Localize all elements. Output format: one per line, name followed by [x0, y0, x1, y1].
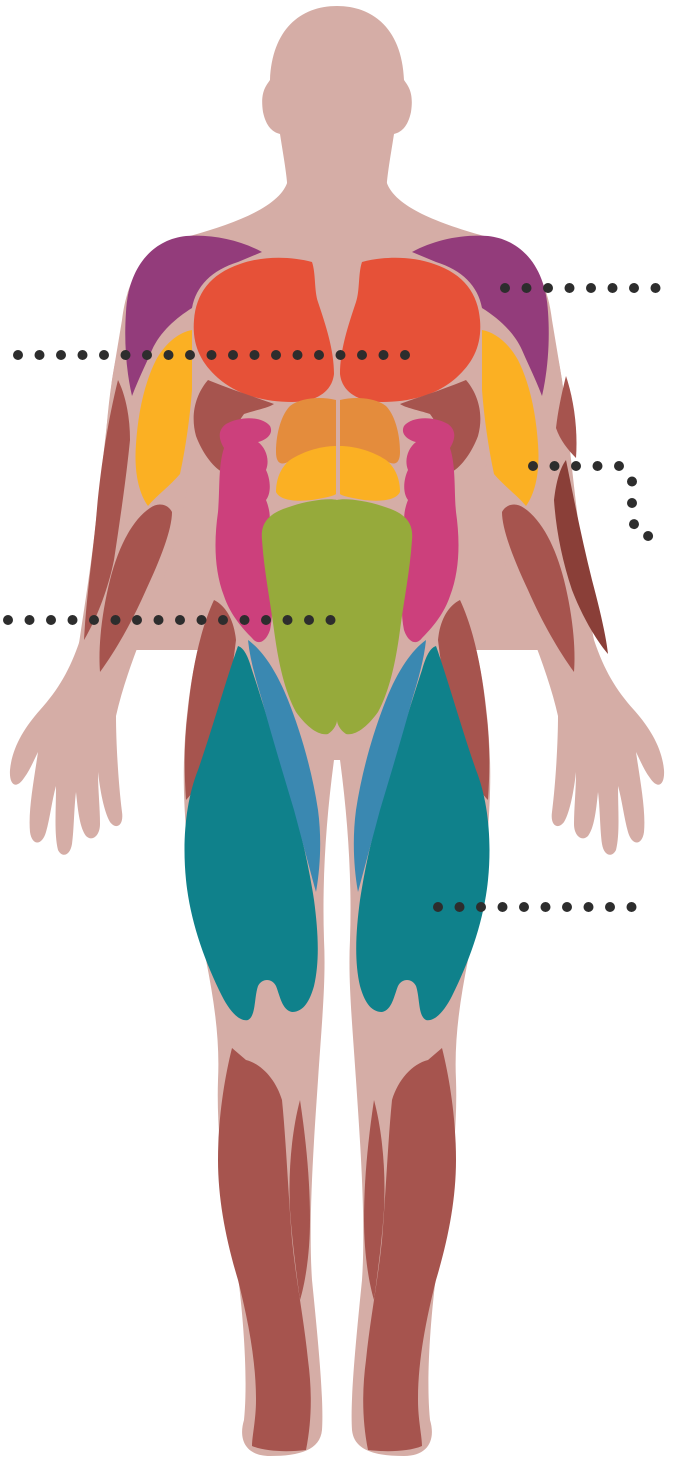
- leader-dot: [293, 350, 303, 360]
- leader-dot: [207, 350, 217, 360]
- leader-dot: [175, 615, 185, 625]
- leader-dot: [197, 615, 207, 625]
- leader-dot: [522, 283, 532, 293]
- leader-dot: [326, 615, 336, 625]
- leader-dot: [218, 615, 228, 625]
- leader-shoulder: [500, 283, 661, 293]
- leader-dot: [519, 902, 529, 912]
- leader-dot: [142, 350, 152, 360]
- leader-dot: [643, 531, 653, 541]
- body-silhouette: [10, 6, 664, 1456]
- leader-dot: [627, 902, 637, 912]
- leader-dot: [629, 519, 639, 529]
- leader-dot: [46, 615, 56, 625]
- leader-dot: [240, 615, 250, 625]
- leader-dot: [651, 283, 661, 293]
- leader-dot: [35, 350, 45, 360]
- leader-dot: [261, 615, 271, 625]
- leader-dot: [357, 350, 367, 360]
- leader-dot: [571, 461, 581, 471]
- leader-dot: [627, 477, 637, 487]
- leader-dot: [25, 615, 35, 625]
- leader-dot: [562, 902, 572, 912]
- leader-dot: [164, 350, 174, 360]
- leader-dot: [541, 902, 551, 912]
- leader-dot: [614, 461, 624, 471]
- head: [262, 6, 412, 200]
- leader-dot: [78, 350, 88, 360]
- leader-dot: [433, 902, 443, 912]
- leader-dot: [13, 350, 23, 360]
- leader-dot: [68, 615, 78, 625]
- leader-dot: [132, 615, 142, 625]
- leader-dot: [336, 350, 346, 360]
- leader-dot: [584, 902, 594, 912]
- leader-dot: [89, 615, 99, 625]
- leader-dot: [111, 615, 121, 625]
- leader-dot: [543, 283, 553, 293]
- leader-dot: [99, 350, 109, 360]
- leader-dot: [121, 350, 131, 360]
- leader-dot: [528, 461, 538, 471]
- leader-dot: [250, 350, 260, 360]
- leader-dot: [3, 615, 13, 625]
- leader-dot: [629, 283, 639, 293]
- leader-dot: [550, 461, 560, 471]
- leader-dot: [498, 902, 508, 912]
- leader-dot: [605, 902, 615, 912]
- leader-dot: [565, 283, 575, 293]
- leader-dot: [314, 350, 324, 360]
- leader-dot: [400, 350, 410, 360]
- leader-dot: [627, 498, 637, 508]
- leader-dot: [379, 350, 389, 360]
- leader-dot: [154, 615, 164, 625]
- leader-dot: [283, 615, 293, 625]
- leader-dot: [593, 461, 603, 471]
- leader-dot: [228, 350, 238, 360]
- leader-dot: [56, 350, 66, 360]
- leader-dot: [476, 902, 486, 912]
- leader-dot: [185, 350, 195, 360]
- leader-dot: [271, 350, 281, 360]
- leader-dot: [608, 283, 618, 293]
- leader-dot: [500, 283, 510, 293]
- leader-dot: [586, 283, 596, 293]
- leader-dot: [304, 615, 314, 625]
- leader-dot: [455, 902, 465, 912]
